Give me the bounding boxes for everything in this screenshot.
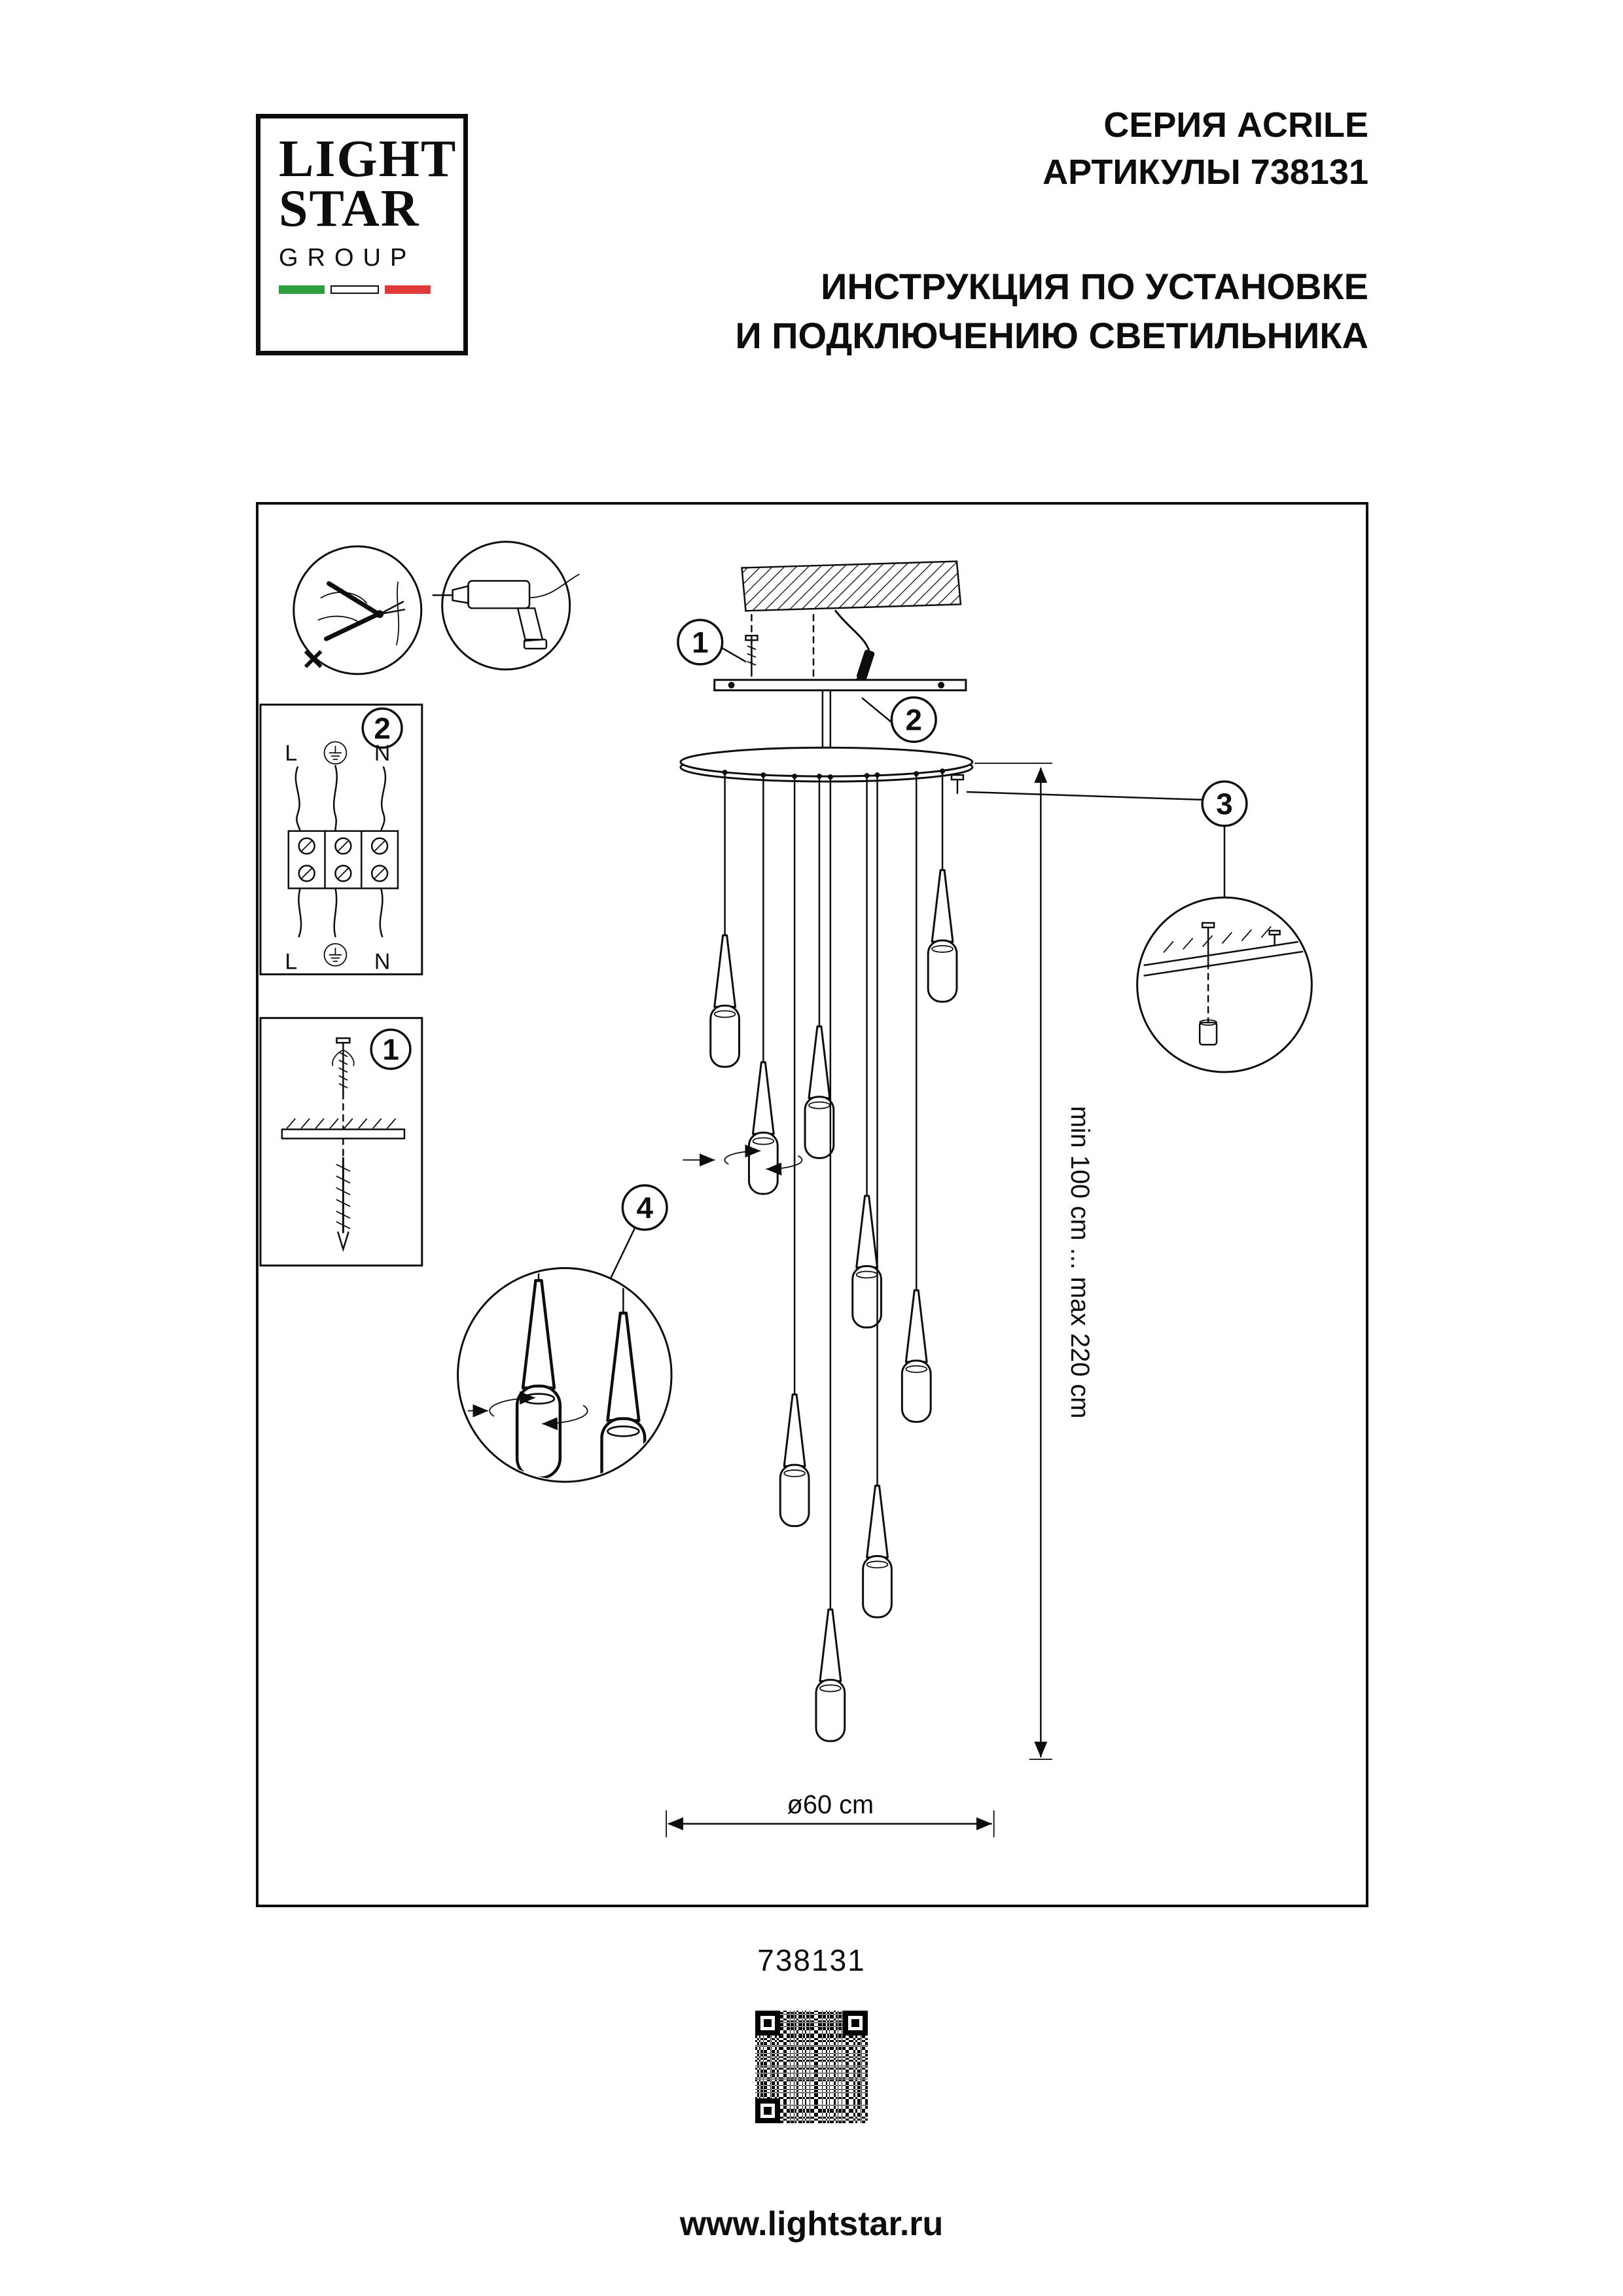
qr-code (755, 2011, 868, 2123)
website-url: www.lightstar.ru (679, 2205, 944, 2243)
callout-2: 2 (374, 711, 390, 745)
flag-red-bar (385, 285, 431, 294)
installation-diagram: ✕ 2 L (259, 541, 1313, 1838)
wire-label-n-bottom: N (374, 950, 390, 975)
document-header: СЕРИЯ ACRILE АРТИКУЛЫ 738131 ИНСТРУКЦИЯ … (735, 102, 1368, 361)
callout-1: 1 (382, 1033, 399, 1066)
wiring-detail: 2 L N (259, 704, 423, 976)
logo-light: LIGHT (279, 130, 457, 188)
callout-4: 4 (636, 1191, 653, 1225)
detail-circle-4: 4 (457, 1184, 673, 1483)
pendant-lamps (709, 770, 958, 1742)
italy-flag-icon (279, 285, 431, 294)
tool-circle-drill (441, 541, 571, 671)
wire-label-l-bottom: L (285, 950, 297, 975)
wire-label-n-top: N (374, 741, 390, 766)
wire-stripper-icon (317, 581, 406, 645)
article-number: АРТИКУЛЫ 738131 (1043, 152, 1368, 192)
qr-finder-bottomleft (755, 2098, 780, 2123)
qr-finder-topleft (755, 2011, 780, 2036)
ceiling-assembly: 1 2 (677, 560, 974, 795)
callout-step1: 1 (692, 626, 708, 659)
tool-icons: ✕ (293, 541, 580, 676)
ground-icon (323, 741, 348, 765)
terminal-block (287, 830, 399, 889)
lightstar-logo: LIGHT STAR GROUP (256, 114, 468, 355)
instruction-title-line1: ИНСТРУКЦИЯ ПО УСТАНОВКЕ (821, 265, 1368, 307)
mount-detail: 1 (259, 1016, 423, 1267)
logo-group: GROUP (279, 244, 416, 272)
diagram-frame: ✕ 2 L (256, 502, 1368, 1907)
callout-step2: 2 (906, 703, 922, 736)
callout-3: 3 (1216, 787, 1232, 821)
series-title: СЕРИЯ ACRILE (1103, 105, 1368, 145)
detail-circle-3: 3 (966, 780, 1313, 1073)
wire-label-l-top: L (285, 741, 297, 766)
flag-green-bar (279, 285, 325, 294)
no-cut-mark: ✕ (301, 644, 325, 676)
flag-white-bar (330, 285, 379, 294)
dimension-lines: min 100 cm ... max 220 cm ø60 cm (666, 762, 1094, 1838)
tool-circle-stripper (293, 545, 423, 675)
instruction-title-line2: И ПОДКЛЮЧЕНИЮ СВЕТИЛЬНИКА (735, 315, 1368, 357)
logo-star: STAR (279, 180, 420, 238)
rotation-indicator (683, 1144, 803, 1176)
article-code: 738131 (757, 1943, 866, 1977)
height-dimension-label: min 100 cm ... max 220 cm (1065, 1106, 1094, 1419)
ground-icon-bottom (323, 942, 348, 967)
drill-icon (432, 573, 580, 650)
diameter-dimension-label: ø60 cm (787, 1791, 874, 1820)
detail-3-content (1143, 922, 1308, 1046)
qr-finder-topright (843, 2011, 868, 2036)
